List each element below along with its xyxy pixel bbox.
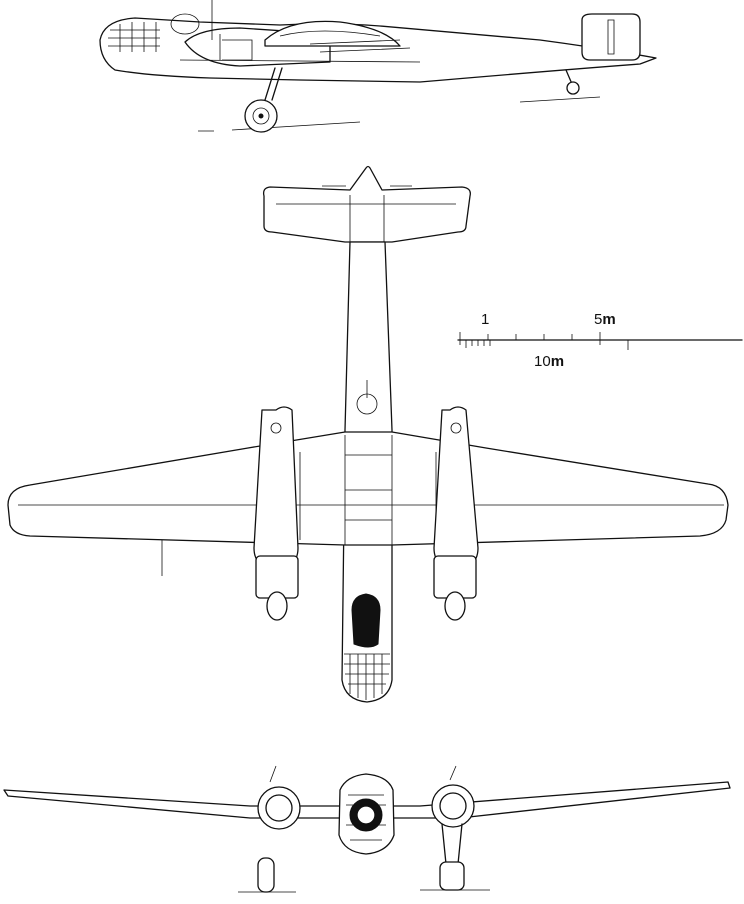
side-view: [99, 0, 657, 133]
scale-label-5m-number: 5: [594, 311, 603, 328]
scale-label-10m: 10m: [534, 354, 564, 369]
plan-view: [7, 165, 729, 703]
scale-label-5m: 5m: [594, 312, 616, 327]
scale-bar: [457, 332, 743, 350]
scale-label-10m-unit: m: [550, 353, 565, 370]
scale-label-1: 1: [481, 311, 490, 328]
scale-label-5m-unit: m: [602, 311, 616, 328]
front-view: [3, 765, 731, 893]
scale-label-10m-number: 10: [534, 353, 551, 370]
